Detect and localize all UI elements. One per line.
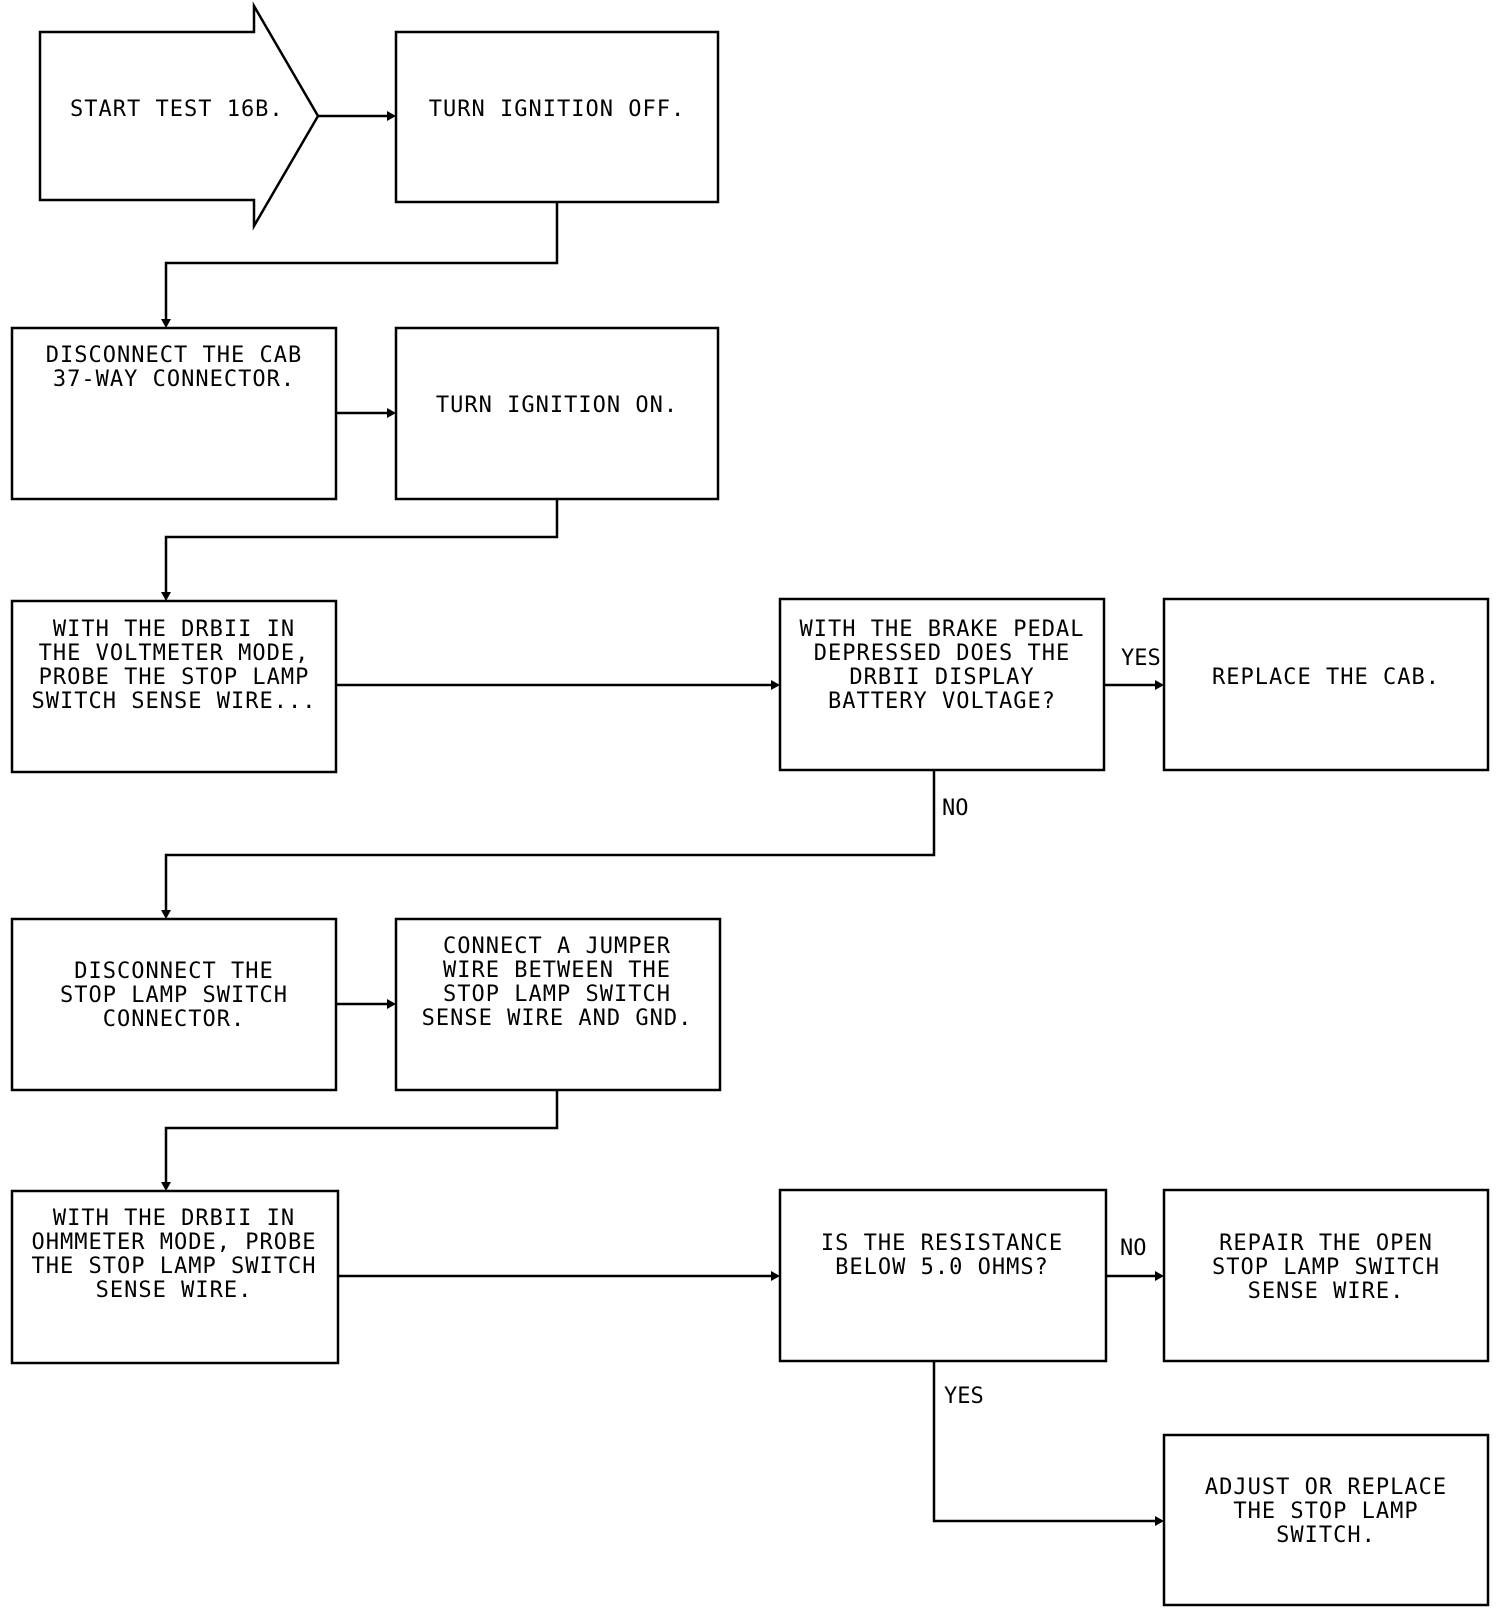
text-line: SWITCH SENSE WIRE...	[32, 689, 317, 714]
disconnect-switch-box	[10, 917, 338, 1092]
text-line: IS THE RESISTANCE	[821, 1231, 1063, 1256]
text-line: STOP LAMP SWITCH	[443, 982, 671, 1007]
text-line: SENSE WIRE.	[1248, 1279, 1405, 1304]
arrowhead	[771, 680, 780, 690]
turn-ignition-off-label: TURN IGNITION OFF.	[429, 97, 685, 122]
text-line: TURN IGNITION ON.	[436, 393, 678, 418]
text-line: THE STOP LAMP SWITCH	[32, 1254, 317, 1279]
text-line: BATTERY VOLTAGE?	[828, 689, 1056, 714]
arrowhead	[387, 999, 396, 1009]
text-line: WITH THE DRBII IN	[53, 1206, 295, 1231]
text-line: OHMMETER MODE, PROBE	[32, 1230, 317, 1255]
replace-cab-box	[1162, 597, 1490, 772]
conn-jumper-to-probe-ohmmeter	[164, 1090, 559, 1185]
branch-label-yes: YES	[1121, 646, 1161, 671]
disconnect-cab-box	[10, 326, 338, 501]
conn-question-no-to-disconnect-switch	[164, 770, 936, 913]
conn-resistance-yes-to-adjust	[932, 1361, 1158, 1523]
text-line: DEPRESSED DOES THE	[814, 641, 1070, 666]
branch-label-yes: YES	[944, 1384, 984, 1409]
replace-cab-label: REPLACE THE CAB.	[1212, 665, 1440, 690]
resistance-question-box	[778, 1188, 1108, 1363]
text-line: DRBII DISPLAY	[849, 665, 1034, 690]
arrowhead	[161, 910, 171, 919]
arrowhead	[1155, 680, 1164, 690]
turn-ignition-on-label: TURN IGNITION ON.	[436, 393, 678, 418]
branch-label-no: NO	[1120, 1236, 1147, 1261]
arrowhead	[161, 1182, 171, 1191]
text-line: SWITCH.	[1276, 1523, 1376, 1548]
probe-ohmmeter-box	[10, 1189, 340, 1365]
text-line: TURN IGNITION OFF.	[429, 97, 685, 122]
text-line: DISCONNECT THE	[74, 959, 273, 984]
branch-label-no: NO	[942, 796, 969, 821]
text-line: CONNECTOR.	[103, 1007, 245, 1032]
text-line: 37-WAY CONNECTOR.	[53, 367, 295, 392]
probe-voltmeter-box	[10, 599, 338, 774]
text-line: CONNECT A JUMPER	[443, 934, 671, 959]
arrowhead	[387, 111, 396, 121]
start-node	[38, 1, 320, 231]
text-line: PROBE THE STOP LAMP	[39, 665, 310, 690]
text-line: STOP LAMP SWITCH	[1212, 1255, 1440, 1280]
text-line: THE STOP LAMP	[1233, 1499, 1418, 1524]
arrowhead	[387, 408, 396, 418]
text-line: STOP LAMP SWITCH	[60, 983, 288, 1008]
text-line: SENSE WIRE AND GND.	[422, 1006, 693, 1031]
text-line: ADJUST OR REPLACE	[1205, 1475, 1447, 1500]
arrowhead	[161, 319, 171, 328]
text-line: WIRE BETWEEN THE	[443, 958, 671, 983]
text-line: REPLACE THE CAB.	[1212, 665, 1440, 690]
arrowhead	[771, 1271, 780, 1281]
repair-wire-box	[1162, 1188, 1490, 1363]
start-label: START TEST 16B.	[70, 97, 284, 122]
conn-ign-off-to-disconnect-cab	[164, 202, 559, 322]
battery-voltage-question-box	[778, 597, 1106, 772]
text-line: WITH THE DRBII IN	[53, 617, 295, 642]
text-line: START TEST 16B.	[70, 97, 284, 122]
turn-ignition-off-box	[394, 30, 720, 204]
arrowhead	[161, 592, 171, 601]
turn-ignition-on-box	[394, 326, 720, 501]
text-line: BELOW 5.0 OHMS?	[835, 1255, 1049, 1280]
conn-ign-on-to-probe-voltmeter	[164, 499, 559, 595]
arrowhead	[1155, 1516, 1164, 1526]
text-line: DISCONNECT THE CAB	[46, 343, 302, 368]
text-line: REPAIR THE OPEN	[1219, 1231, 1433, 1256]
jumper-box	[394, 917, 722, 1092]
text-line: WITH THE BRAKE PEDAL	[800, 617, 1085, 642]
adjust-switch-box	[1162, 1433, 1490, 1607]
arrowhead	[1155, 1271, 1164, 1281]
text-line: SENSE WIRE.	[96, 1278, 253, 1303]
text-line: THE VOLTMETER MODE,	[39, 641, 310, 666]
